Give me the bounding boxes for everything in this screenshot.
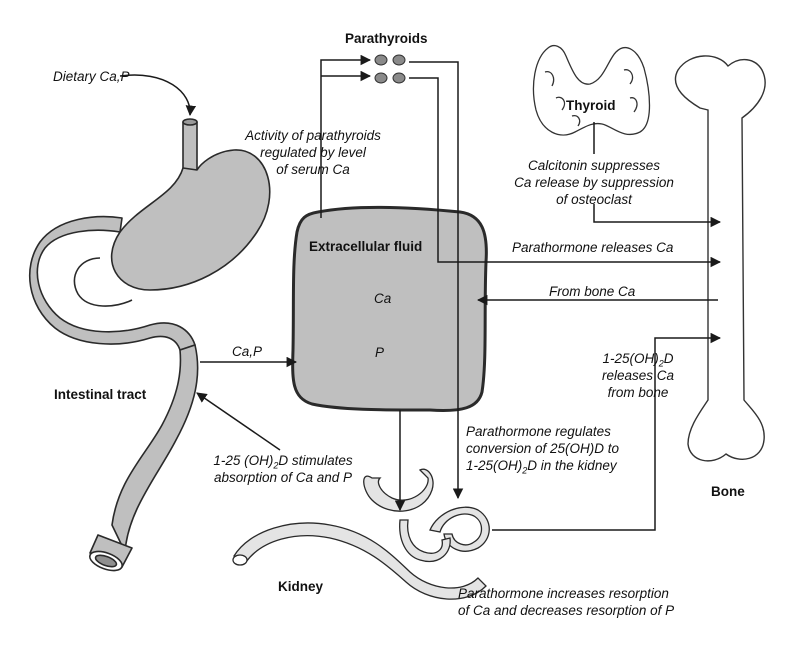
parathyroid-glands xyxy=(374,54,406,84)
pth-resorption-line-2: of Ca and decreases resorption of P xyxy=(458,603,675,618)
activity-line-2: regulated by level xyxy=(260,145,366,160)
activity-text: Activity of parathyroids regulated by le… xyxy=(238,127,388,178)
intestinal-cap-label: Ca,P xyxy=(232,344,263,359)
extracellular-fluid-label: Extracellular fluid xyxy=(309,239,423,254)
vitd-bone-text: 1-25(OH)2D releases Ca from bone xyxy=(578,350,698,401)
parathyroids-label: Parathyroids xyxy=(345,31,428,46)
intestinal-tract-shape xyxy=(28,118,271,572)
pth-regulates-line-3: 1-25(OH)2D in the kidney xyxy=(466,458,617,476)
pth-releases-label: Parathormone releases Ca xyxy=(512,240,674,255)
pth-to-bone-arrow xyxy=(409,77,722,268)
vitd-absorption-line-2: absorption of Ca and P xyxy=(213,470,353,485)
from-bone-label: From bone Ca xyxy=(549,284,636,299)
calcitonin-line-1: Calcitonin suppresses xyxy=(527,158,661,173)
vitd-absorption-text: 1-25 (OH)2D stimulates absorption of Ca … xyxy=(198,452,368,486)
kidney-shape xyxy=(232,468,490,600)
kidney-label: Kidney xyxy=(278,579,324,594)
thyroid-gland xyxy=(532,45,651,136)
calcitonin-arrow xyxy=(593,122,720,222)
ecf-to-parathyroid-arrow-1 xyxy=(320,54,372,218)
bone-label: Bone xyxy=(711,484,745,499)
pth-resorption-line-1: Parathormone increases resorption xyxy=(458,586,669,601)
calcitonin-text: Calcitonin suppresses Ca release by supp… xyxy=(497,157,691,208)
ca-label: Ca xyxy=(374,291,392,306)
pth-to-kidney-arrow xyxy=(409,61,464,500)
dietary-label: Dietary Ca,P xyxy=(53,69,130,84)
intestinal-tract-label: Intestinal tract xyxy=(54,387,147,402)
activity-line-3: of serum Ca xyxy=(276,162,350,177)
vitd-bone-line-2: releases Ca xyxy=(601,368,675,383)
vitd-absorption-arrow xyxy=(196,392,281,451)
calcitonin-line-2: Ca release by suppression xyxy=(514,175,674,190)
vitd-absorption-line-1: 1-25 (OH)2D stimulates xyxy=(213,453,353,471)
p-label: P xyxy=(375,345,385,360)
activity-line-1: Activity of parathyroids xyxy=(245,128,381,143)
dietary-arrow xyxy=(119,74,197,117)
pth-resorption-text: Parathormone increases resorption of Ca … xyxy=(458,585,674,619)
calcitonin-line-3: of osteoclast xyxy=(556,192,632,207)
vitd-bone-line-3: from bone xyxy=(607,385,669,400)
thyroid-label: Thyroid xyxy=(566,98,616,113)
pth-regulates-line-1: Parathormone regulates xyxy=(466,424,611,439)
connector-lines xyxy=(119,54,722,531)
vitd-bone-line-1: 1-25(OH)2D xyxy=(602,351,674,369)
pth-regulates-line-2: conversion of 25(OH)D to xyxy=(466,441,620,456)
kidney-to-bone-arrow xyxy=(492,332,722,531)
pth-regulates-text: Parathormone regulates conversion of 25(… xyxy=(466,423,620,476)
